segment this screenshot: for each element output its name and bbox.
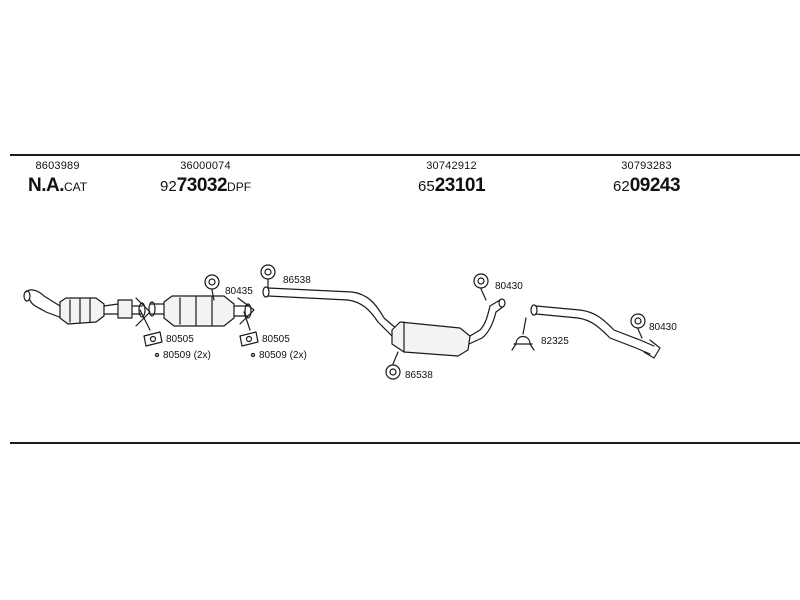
leader-line [522, 317, 527, 335]
leader-line [139, 309, 151, 331]
pipe-clamp-icon [511, 335, 535, 351]
part-label: 82325 [541, 336, 569, 347]
rubber-hanger-icon [260, 264, 276, 280]
rubber-hanger-icon [630, 313, 646, 329]
rubber-hanger-icon [385, 364, 401, 380]
leader-line [637, 328, 643, 339]
part-label: 80430 [495, 281, 523, 292]
bolt-icon [154, 352, 160, 358]
part-number: 9273032DPF [160, 175, 252, 196]
tail-pipe [530, 304, 661, 359]
oe-number: 8603989 [35, 160, 80, 172]
rubber-hanger-icon [473, 273, 489, 289]
part-label: 86538 [283, 275, 311, 286]
part-label: 80509 (2x) [259, 350, 307, 361]
bolt-icon [250, 352, 256, 358]
gasket-icon [143, 331, 163, 347]
oe-number: 30793283 [621, 160, 672, 172]
part-number: N.A.CAT [28, 175, 88, 196]
part-label: 80505 [166, 334, 194, 345]
part-label: 80509 (2x) [163, 350, 211, 361]
part-label: 80430 [649, 322, 677, 333]
part-ref-dpf: 36000074 9273032DPF [160, 160, 252, 196]
bottom-divider-line [10, 442, 800, 444]
rubber-hanger-icon [204, 274, 220, 290]
leader-line [480, 288, 487, 301]
leader-line [211, 289, 215, 301]
part-label: 80435 [225, 286, 253, 297]
part-number: 6209243 [613, 175, 681, 196]
gasket-icon [239, 331, 259, 347]
leader-line [243, 311, 251, 331]
oe-number: 36000074 [180, 160, 231, 172]
top-divider-line [10, 154, 800, 156]
intermediate-pipe [262, 286, 399, 337]
part-number: 6523101 [418, 175, 486, 196]
part-label: 86538 [405, 370, 433, 381]
leader-line [392, 351, 399, 365]
diesel-particulate-filter [148, 295, 255, 327]
catalytic-converter-pipe [23, 289, 151, 327]
part-ref-tail-pipe: 30793283 6209243 [613, 160, 681, 196]
part-ref-catalyst: 8603989 N.A.CAT [28, 160, 88, 196]
part-label: 80505 [262, 334, 290, 345]
oe-number: 30742912 [426, 160, 477, 172]
part-ref-middle-silencer: 30742912 6523101 [418, 160, 486, 196]
middle-silencer [391, 298, 506, 357]
